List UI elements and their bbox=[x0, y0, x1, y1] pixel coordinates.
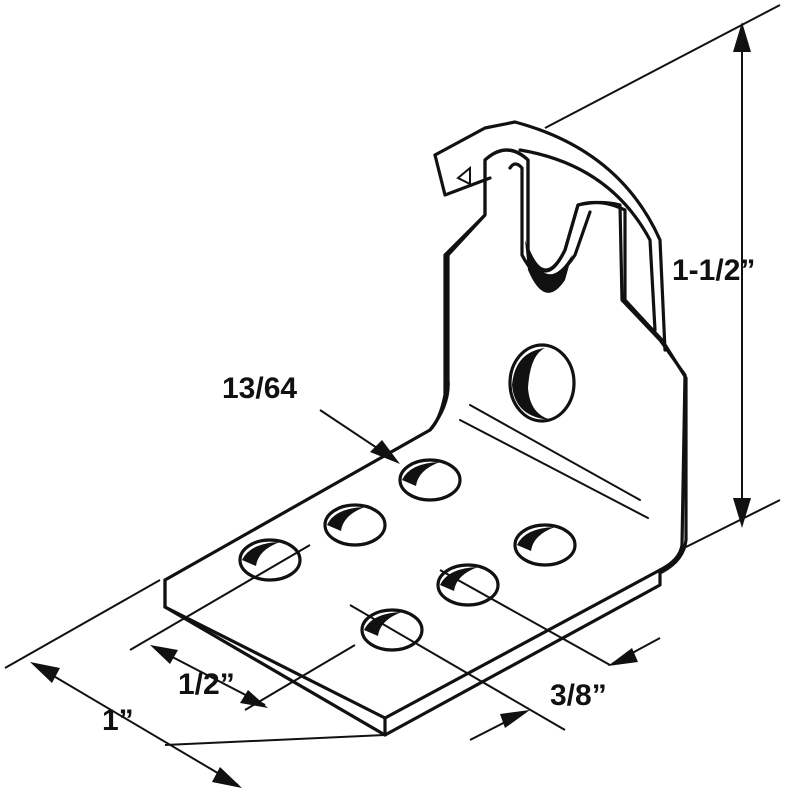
width-label: 1” bbox=[102, 704, 134, 737]
tab-mark bbox=[456, 165, 471, 186]
hole-shade bbox=[517, 527, 555, 551]
base-plate-top bbox=[163, 148, 687, 720]
width-dim-line bbox=[34, 664, 239, 786]
arrow-icon bbox=[212, 767, 242, 788]
dimensions bbox=[4, 4, 781, 788]
slot-shadow bbox=[525, 240, 572, 293]
slot bbox=[508, 162, 592, 280]
arrow-icon bbox=[608, 648, 638, 666]
offset-ext-1 bbox=[439, 569, 611, 666]
base-hole bbox=[513, 523, 577, 567]
arrow-down-icon bbox=[733, 498, 751, 528]
angle-bracket bbox=[163, 120, 688, 737]
height-ext-bottom bbox=[679, 499, 781, 551]
offset-ext-2 bbox=[349, 604, 566, 731]
arrow-icon bbox=[240, 690, 268, 708]
base-hole bbox=[360, 608, 424, 652]
hole-shade bbox=[242, 542, 280, 566]
edge-offset-label: 3/8” bbox=[550, 679, 607, 712]
vertical-flange bbox=[428, 148, 688, 574]
flange-hole bbox=[508, 343, 576, 423]
arrow-icon bbox=[500, 710, 530, 728]
base-holes bbox=[238, 458, 577, 652]
top-tab-lip bbox=[433, 153, 492, 197]
tab-curve-inner bbox=[518, 148, 657, 332]
base-plate-front bbox=[163, 605, 387, 737]
hole-spacing-label: 1/2” bbox=[178, 668, 235, 701]
spacing-ext-2 bbox=[244, 644, 356, 711]
arrow-up-icon bbox=[733, 22, 751, 52]
spacing-ext-1 bbox=[129, 544, 311, 651]
hole-shade bbox=[327, 507, 365, 531]
base-plate-edge bbox=[163, 568, 662, 737]
height-label: 1-1/2” bbox=[672, 254, 755, 287]
width-ext-1 bbox=[4, 579, 161, 669]
bend-line bbox=[459, 419, 649, 519]
top-tab bbox=[433, 120, 667, 352]
base-hole bbox=[238, 538, 302, 582]
hole-shade bbox=[402, 462, 440, 486]
arrow-icon bbox=[30, 662, 60, 683]
flange-hole-shadow bbox=[512, 348, 552, 420]
height-ext-top bbox=[544, 4, 781, 129]
base-hole bbox=[323, 503, 387, 547]
hole-shade bbox=[440, 567, 478, 591]
arrow-icon bbox=[150, 645, 178, 664]
width-ext-2 bbox=[164, 734, 386, 746]
base-hole bbox=[436, 563, 500, 607]
arrow-icon bbox=[370, 440, 400, 464]
base-hole bbox=[398, 458, 462, 502]
hole-dia-label: 13/64 bbox=[222, 372, 297, 405]
bend-line-2 bbox=[469, 404, 641, 501]
